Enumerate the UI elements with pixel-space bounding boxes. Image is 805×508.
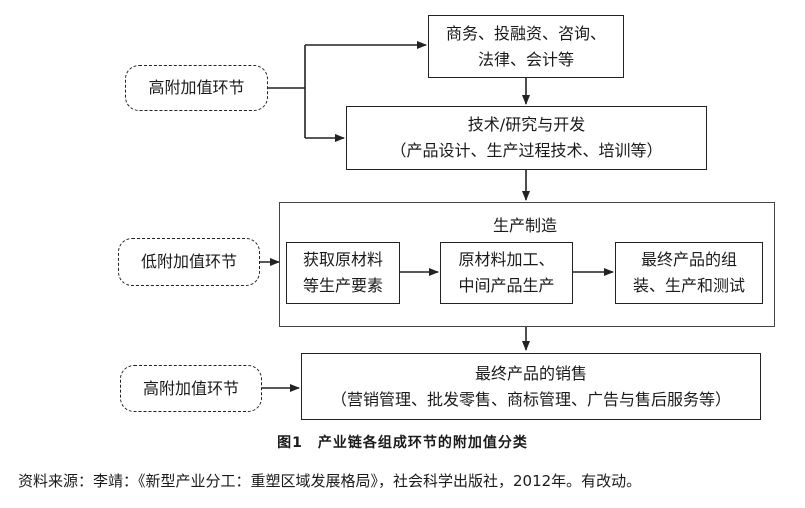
rnd-box: 技术/研究与开发 （产品设计、生产过程技术、培训等） <box>346 106 707 170</box>
sales-line2: （营销管理、批发零售、商标管理、广告与售后服务等） <box>330 389 731 409</box>
rnd-line2: （产品设计、生产过程技术、培训等） <box>390 141 663 160</box>
rnd-line1: 技术/研究与开发 <box>467 115 586 134</box>
high-value-node-bottom: 高附加值环节 <box>120 365 262 412</box>
figure-caption: 图1 产业链各组成环节的附加值分类 <box>277 435 528 451</box>
high-value-node-top: 高附加值环节 <box>125 65 268 111</box>
step3-line2: 装、生产和测试 <box>632 276 745 295</box>
step1-line1: 获取原材料 <box>302 250 383 269</box>
step3-line1: 最终产品的组 <box>640 250 737 269</box>
services-line2: 法律、会计等 <box>477 49 574 69</box>
production-step-1: 获取原材料 等生产要素 <box>286 242 400 304</box>
production-title: 生产制造 <box>493 216 558 235</box>
low-value-label: 低附加值环节 <box>140 252 237 271</box>
low-value-node: 低附加值环节 <box>118 238 260 286</box>
production-frame <box>279 202 775 327</box>
step2-line2: 中间产品生产 <box>458 276 555 295</box>
services-box: 商务、投融资、咨询、 法律、会计等 <box>428 15 624 78</box>
high-value-label: 高附加值环节 <box>148 78 245 97</box>
services-line1: 商务、投融资、咨询、 <box>445 23 606 43</box>
production-step-3: 最终产品的组 装、生产和测试 <box>615 242 763 304</box>
source-note: 资料来源：李靖：《新型产业分工：重塑区域发展格局》，社会科学出版社，2012年。… <box>18 472 642 490</box>
production-step-2: 原材料加工、 中间产品生产 <box>440 242 573 304</box>
step1-line2: 等生产要素 <box>302 276 383 295</box>
high-value-label-bottom: 高附加值环节 <box>142 378 239 398</box>
sales-box: 最终产品的销售 （营销管理、批发零售、商标管理、广告与售后服务等） <box>301 353 761 420</box>
sales-line1: 最终产品的销售 <box>474 363 587 383</box>
step2-line1: 原材料加工、 <box>458 250 555 269</box>
